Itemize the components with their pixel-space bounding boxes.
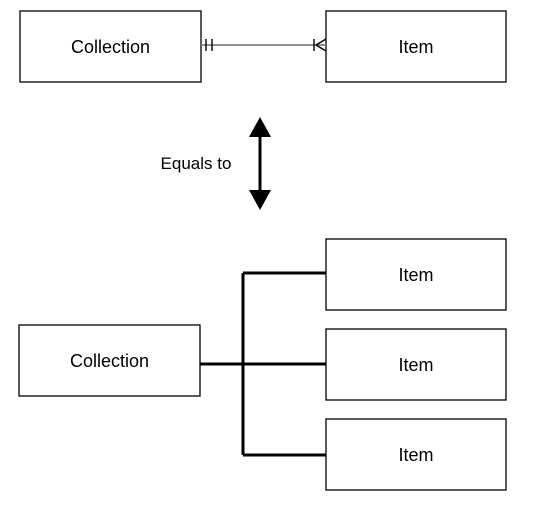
one-or-many-marker-icon — [313, 38, 327, 52]
collection-entity-top[interactable]: Collection — [19, 10, 202, 83]
relationship-connector[interactable] — [201, 38, 327, 52]
equivalence-indicator: Equals to — [161, 117, 271, 210]
collection-entity-bottom-label: Collection — [70, 351, 149, 371]
one-and-only-one-marker-icon — [205, 39, 213, 51]
item-entity-bottom-3[interactable]: Item — [325, 418, 507, 491]
item-entity-bottom-1[interactable]: Item — [325, 238, 507, 311]
item-entity-bottom-3-label: Item — [398, 445, 433, 465]
collection-entity-bottom[interactable]: Collection — [18, 324, 201, 397]
tree-connector-lines — [200, 271, 326, 457]
item-entity-bottom-2[interactable]: Item — [325, 328, 507, 401]
double-arrow-vertical-icon — [249, 117, 271, 210]
item-entity-bottom-1-label: Item — [398, 265, 433, 285]
equals-to-label: Equals to — [161, 154, 232, 173]
item-entity-top[interactable]: Item — [325, 10, 507, 83]
bottom-relationship: Collection Item Item Item — [18, 238, 507, 491]
collection-entity-top-label: Collection — [71, 37, 150, 57]
item-entity-bottom-2-label: Item — [398, 355, 433, 375]
top-relationship: Collection Item — [19, 10, 507, 83]
item-entity-top-label: Item — [398, 37, 433, 57]
